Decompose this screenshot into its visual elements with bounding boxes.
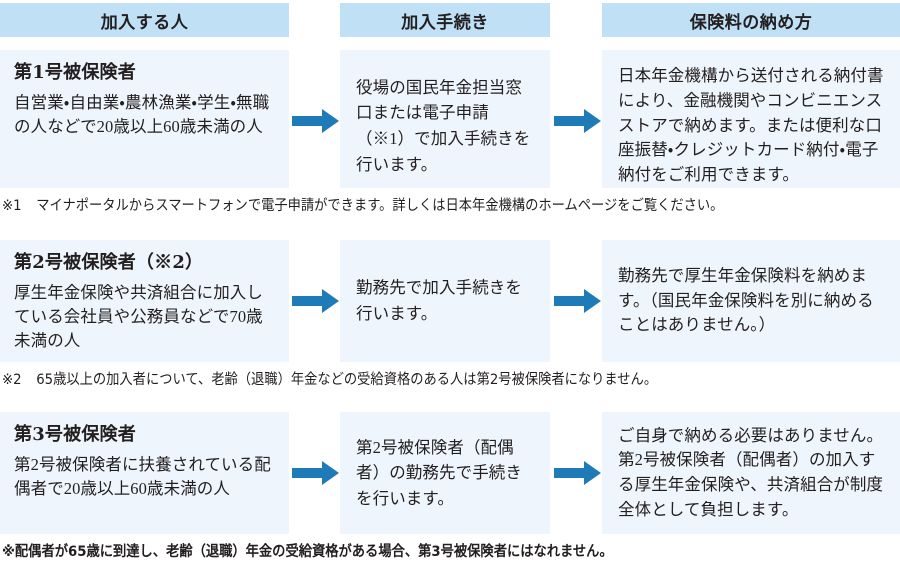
cell-who-2: 第2号被保険者（※2） 厚生年金保険や共済組合に加入している会社員や公務員などで… <box>0 240 289 362</box>
arrow-right-icon <box>554 460 602 486</box>
footnote-3-mark: ※ <box>2 544 15 560</box>
footnote-1: ※1 マイナポータルからスマートフォンで電子申請ができます。詳しくは日本年金機構の… <box>2 198 822 215</box>
footnote-2: ※2 65歳以上の加入者について、老齢（退職）年金などの受給資格のある人は第2号被… <box>2 372 822 389</box>
cell-payment-1: 日本年金機構から送付される納付書により、金融機関やコンビニエンスストアで納めます… <box>602 50 900 188</box>
footnote-1-text: マイナポータルからスマートフォンで電子申請ができます。詳しくは日本年金機構のホー… <box>36 198 724 214</box>
arrow-right-icon <box>292 288 340 314</box>
category-description-2: 厚生年金保険や共済組合に加入している会社員や公務員などで70歳未満の人 <box>14 282 263 351</box>
cell-who-1: 第1号被保険者 自営業・自由業・農林漁業・学生・無職の人などで20歳以上60歳未… <box>0 50 289 188</box>
column-header-row: 加入する人 加入手続き 保険料の納め方 <box>0 3 900 37</box>
payment-text-2: 勤務先で厚生年金保険料を納めます。（国民年金保険料を別に納めることはありません。… <box>618 265 874 335</box>
payment-text-3: ご自身で納める必要はありません。第2号被保険者（配偶者）の加入する厚生年金保険や… <box>618 425 884 519</box>
procedure-text-3: 第2号被保険者（配偶者）の勤務先で手続きを行います。 <box>356 437 522 508</box>
footnote-3: ※配偶者が65歳に到達し、老齢（退職）年金の受給資格がある場合、第3号被保険者に… <box>2 544 822 561</box>
category-description-1: 自営業・自由業・農林漁業・学生・無職の人などで20歳以上60歳未満の人 <box>14 92 270 136</box>
table-row-category-3: 第3号被保険者 第2号被保険者に扶養されている配偶者で20歳以上60歳未満の人 … <box>0 412 900 534</box>
footnote-3-text: 配偶者が65歳に到達し、老齢（退職）年金の受給資格がある場合、第3号被保険者には… <box>14 544 613 560</box>
procedure-text-1: 役場の国民年金担当窓口または電子申請（※1）で加入手続きを行います。 <box>356 77 531 174</box>
footnote-2-mark: ※2 <box>2 372 22 388</box>
procedure-text-2: 勤務先で加入手続きを行います。 <box>356 278 522 323</box>
cell-procedure-3: 第2号被保険者（配偶者）の勤務先で手続きを行います。 <box>340 412 550 534</box>
arrow-right-icon <box>292 460 340 486</box>
category-title-2: 第2号被保険者（※2） <box>14 252 204 273</box>
category-title-1: 第1号被保険者 <box>14 62 136 83</box>
category-description-3: 第2号被保険者に扶養されている配偶者で20歳以上60歳未満の人 <box>14 454 271 498</box>
table-row-category-2: 第2号被保険者（※2） 厚生年金保険や共済組合に加入している会社員や公務員などで… <box>0 240 900 362</box>
category-title-3: 第3号被保険者 <box>14 424 136 445</box>
cell-procedure-1: 役場の国民年金担当窓口または電子申請（※1）で加入手続きを行います。 <box>340 50 550 188</box>
arrow-right-icon <box>292 108 340 134</box>
footnote-1-mark: ※1 <box>2 198 22 214</box>
cell-payment-2: 勤務先で厚生年金保険料を納めます。（国民年金保険料を別に納めることはありません。… <box>602 240 900 362</box>
column-header-procedure-label: 加入手続き <box>401 12 489 33</box>
column-header-payment-label: 保険料の納め方 <box>689 12 813 33</box>
cell-procedure-2: 勤務先で加入手続きを行います。 <box>340 240 550 362</box>
cell-payment-3: ご自身で納める必要はありません。第2号被保険者（配偶者）の加入する厚生年金保険や… <box>602 412 900 534</box>
column-header-payment: 保険料の納め方 <box>602 3 900 37</box>
table-row-category-1: 第1号被保険者 自営業・自由業・農林漁業・学生・無職の人などで20歳以上60歳未… <box>0 50 900 188</box>
footnote-2-text: 65歳以上の加入者について、老齢（退職）年金などの受給資格のある人は第2号被保険… <box>36 372 658 388</box>
column-header-procedure: 加入手続き <box>340 3 550 37</box>
cell-who-3: 第3号被保険者 第2号被保険者に扶養されている配偶者で20歳以上60歳未満の人 <box>0 412 289 534</box>
payment-text-1: 日本年金機構から送付される納付書により、金融機関やコンビニエンスストアで納めます… <box>618 66 884 185</box>
column-header-who: 加入する人 <box>0 3 289 37</box>
arrow-right-icon <box>554 288 602 314</box>
column-header-who-label: 加入する人 <box>100 12 189 33</box>
arrow-right-icon <box>554 108 602 134</box>
